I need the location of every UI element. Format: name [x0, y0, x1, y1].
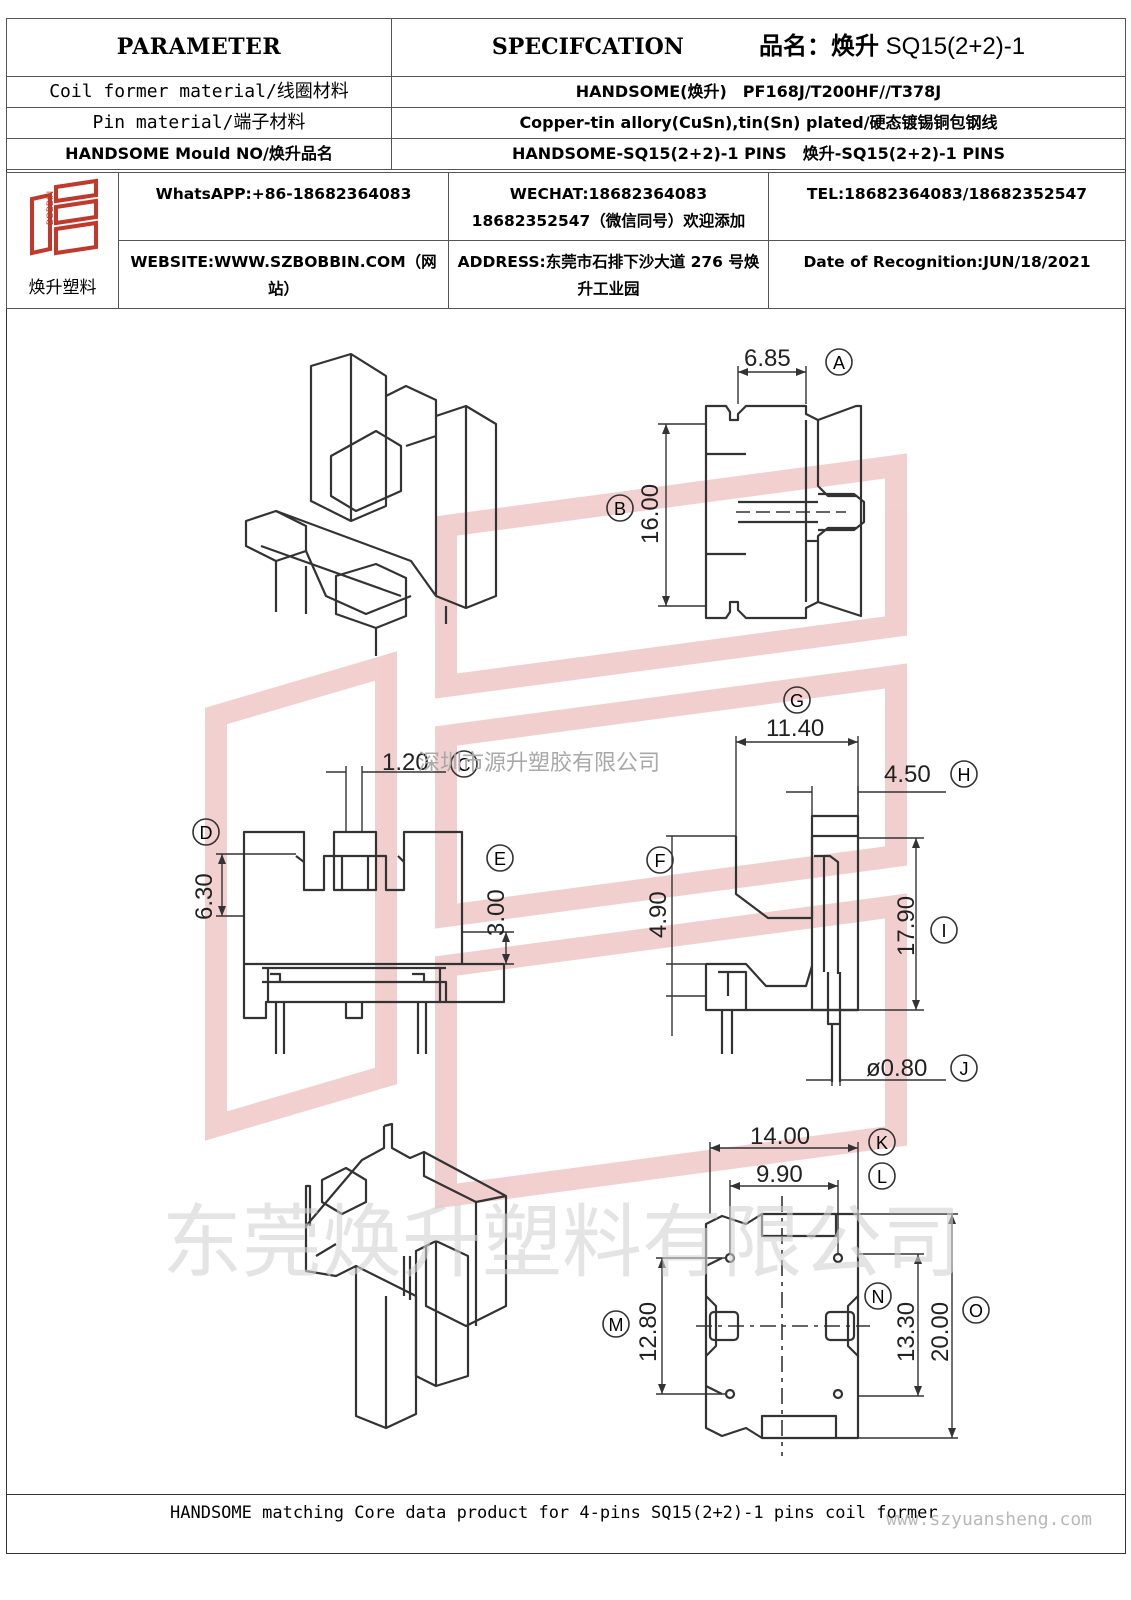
- dim-o-value: 20.00: [927, 1302, 954, 1362]
- label-d: D: [192, 818, 220, 846]
- dim-g-value: 11.40: [766, 715, 824, 742]
- date-cell: Date of Recognition:JUN/18/2021: [768, 239, 1126, 309]
- svg-text:E: E: [494, 849, 506, 869]
- centerlines: [696, 1196, 870, 1456]
- label-k: K: [868, 1128, 896, 1156]
- label-l: L: [868, 1162, 896, 1190]
- dim-f-value: 4.90: [645, 891, 672, 938]
- row-label: HANDSOME Mould NO/焕升品名: [6, 138, 392, 170]
- drawing-canvas: 6.85 16.00 1.20 6.30 3.00 4.90 11.40 4.5…: [162, 345, 990, 1456]
- svg-text:H: H: [958, 765, 971, 785]
- row-value: Copper-tin allory(CuSn),tin(Sn) plated/硬…: [391, 107, 1126, 139]
- whatsapp-cell: WhatsAPP:+86-18682364083: [118, 172, 449, 241]
- table-row: Pin material/端子材料 Copper-tin allory(CuSn…: [6, 107, 1126, 139]
- front-view: [242, 830, 506, 1054]
- side-view-top: [704, 404, 866, 620]
- spec-heading-cell: SPECIFCATION 品名：焕升 SQ15(2+2)-1: [391, 18, 1126, 77]
- watermark-logo: [205, 453, 907, 1209]
- label-b: B: [606, 494, 634, 522]
- spec-table: PARAMETER SPECIFCATION 品名：焕升 SQ15(2+2)-1…: [6, 18, 1126, 170]
- product-name-label: 品名：焕升: [759, 33, 879, 61]
- website-watermark: www.szyuansheng.com: [886, 1509, 1092, 1530]
- tel-cell: TEL:18682364083/18682352547: [768, 172, 1126, 241]
- dim-l-value: 9.90: [756, 1161, 803, 1188]
- company-logo: BOBBIN 焕升塑料: [6, 172, 119, 309]
- bobbin-logo-icon: BOBBIN: [29, 178, 98, 256]
- table-row: Coil former material/线圈材料 HANDSOME(焕升) P…: [6, 76, 1126, 108]
- row-label: Coil former material/线圈材料: [6, 76, 392, 108]
- specification-heading: SPECIFCATION: [491, 34, 684, 61]
- product-name: 品名：焕升 SQ15(2+2)-1: [759, 33, 1025, 60]
- isometric-view-bottom: [304, 1122, 508, 1430]
- dim-i-value: 17.90: [893, 896, 920, 956]
- dim-n-value: 13.30: [893, 1302, 920, 1362]
- dim-a-value: 6.85: [744, 345, 791, 372]
- svg-text:F: F: [655, 851, 666, 871]
- footer-text: HANDSOME matching Core data product for …: [170, 1503, 938, 1523]
- dim-k-value: 14.00: [750, 1123, 810, 1150]
- dim-e-value: 3.00: [483, 889, 510, 936]
- label-g: G: [783, 686, 811, 714]
- contact-row: WEBSITE:WWW.SZBOBBIN.COM（网站） ADDRESS:东莞市…: [7, 239, 1126, 309]
- parameter-heading: PARAMETER: [6, 18, 392, 77]
- label-a: A: [825, 348, 853, 376]
- row-value: HANDSOME(焕升) PF168J/T200HF//T378J: [391, 76, 1126, 108]
- label-h: H: [950, 760, 978, 788]
- svg-text:A: A: [833, 353, 845, 373]
- product-name-value: SQ15(2+2)-1: [885, 33, 1026, 61]
- label-c: C: [450, 750, 478, 778]
- svg-text:C: C: [458, 755, 471, 775]
- svg-text:I: I: [941, 921, 946, 941]
- dim-m-value: 12.80: [635, 1302, 662, 1362]
- isometric-view-top: [244, 352, 498, 656]
- row-value: HANDSOME-SQ15(2+2)-1 PINS 焕升-SQ15(2+2)-1…: [391, 138, 1126, 170]
- dim-h-value: 4.50: [884, 761, 931, 788]
- label-f: F: [646, 846, 674, 874]
- technical-drawing: 6.85 16.00 1.20 6.30 3.00 4.90 11.40 4.5…: [6, 296, 1126, 1492]
- table-row: HANDSOME Mould NO/焕升品名 HANDSOME-SQ15(2+2…: [6, 138, 1126, 170]
- label-e: E: [486, 844, 514, 872]
- label-j: J: [950, 1054, 978, 1082]
- svg-text:M: M: [609, 1315, 624, 1335]
- logo-text: 焕升塑料: [28, 278, 97, 299]
- dim-c-value: 1.20: [382, 749, 429, 776]
- svg-text:K: K: [876, 1133, 888, 1153]
- svg-text:O: O: [969, 1301, 983, 1321]
- logo-mark: BOBBIN: [45, 191, 55, 225]
- contact-table: BOBBIN 焕升塑料 WhatsAPP:+86-18682364083 WEC…: [6, 172, 1126, 309]
- svg-text:L: L: [877, 1167, 887, 1187]
- contact-row: BOBBIN 焕升塑料 WhatsAPP:+86-18682364083 WEC…: [6, 172, 1126, 309]
- dim-d-value: 6.30: [191, 873, 218, 920]
- svg-text:B: B: [614, 499, 626, 519]
- footer: HANDSOME matching Core data product for …: [6, 1494, 1126, 1534]
- svg-text:D: D: [200, 823, 213, 843]
- label-n: N: [864, 1282, 892, 1310]
- wechat-cell: WECHAT:18682364083 18682352547（微信同号）欢迎添加: [448, 172, 769, 241]
- watermark-text-large: 东莞焕升塑料有限公司: [162, 1198, 962, 1287]
- svg-text:J: J: [960, 1059, 969, 1079]
- watermark-text-small: 深圳市源升塑胶有限公司: [418, 750, 660, 775]
- header-row: PARAMETER SPECIFCATION 品名：焕升 SQ15(2+2)-1: [6, 18, 1126, 77]
- dimension-values: 6.85 16.00 1.20 6.30 3.00 4.90 11.40 4.5…: [191, 345, 954, 1362]
- label-i: I: [930, 916, 958, 944]
- circled-labels: A B C D E F G H I J K L M N O: [192, 348, 990, 1338]
- arrowheads: [218, 368, 956, 1438]
- dim-b-value: 16.00: [637, 484, 664, 544]
- row-label: Pin material/端子材料: [6, 107, 392, 139]
- label-m: M: [602, 1310, 630, 1338]
- dimension-lines: [216, 366, 958, 1439]
- svg-text:N: N: [872, 1287, 885, 1307]
- label-o: O: [962, 1296, 990, 1324]
- dim-j-value: ø0.80: [866, 1055, 927, 1082]
- website-cell: WEBSITE:WWW.SZBOBBIN.COM（网站）: [118, 239, 449, 309]
- svg-text:G: G: [790, 691, 804, 711]
